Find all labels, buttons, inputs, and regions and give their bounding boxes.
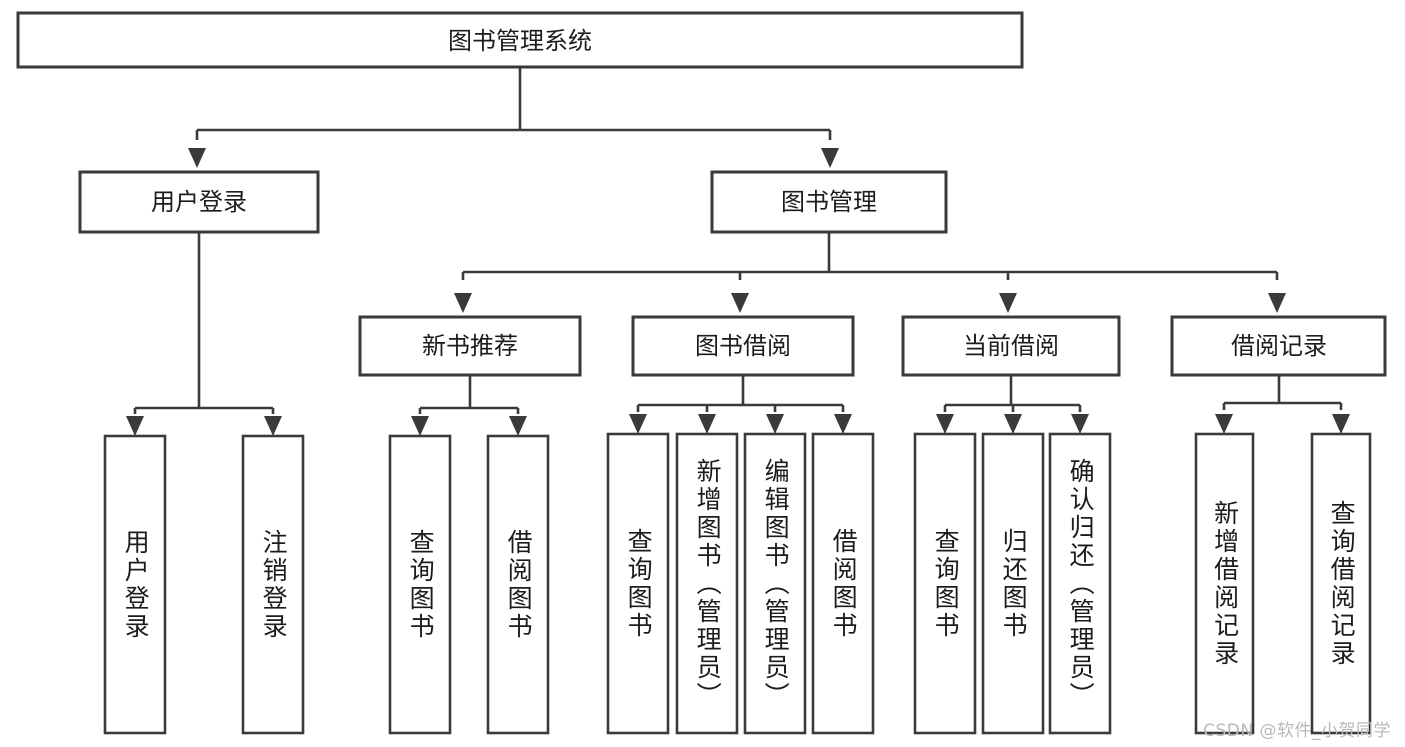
node-new-book-rec-label: 新书推荐 xyxy=(422,332,518,360)
node-current-borrow-box[interactable] xyxy=(901,315,1121,377)
arrow-to-leaf-br-2 xyxy=(1332,414,1350,434)
arrow-to-leaf-bb-2 xyxy=(698,414,716,434)
leaf-box-user-login-2[interactable] xyxy=(241,434,305,735)
arrow-to-leaf-user-login-2 xyxy=(264,416,282,436)
leaf-box-cb-2[interactable] xyxy=(981,432,1045,735)
arrow-to-leaf-user-login-1 xyxy=(126,416,144,436)
leaf-box-user-login-1[interactable] xyxy=(103,434,167,735)
node-new-book-rec-box[interactable] xyxy=(358,315,582,377)
arrow-to-leaf-cb-1 xyxy=(936,414,954,434)
leaf-box-br-1[interactable] xyxy=(1194,432,1255,735)
node-borrow-record-box[interactable] xyxy=(1170,315,1387,377)
node-user-login-label: 用户登录 xyxy=(151,188,247,216)
node-borrow-record-label: 借阅记录 xyxy=(1231,332,1327,360)
arrow-to-new-book-rec xyxy=(454,293,472,313)
arrow-to-leaf-cb-3 xyxy=(1071,414,1089,434)
node-book-borrow-box[interactable] xyxy=(631,315,855,377)
arrow-to-leaf-bb-4 xyxy=(834,414,852,434)
leaf-box-bb-1[interactable] xyxy=(606,432,670,735)
leaf-box-cb-1[interactable] xyxy=(913,432,977,735)
leaf-box-bb-4[interactable] xyxy=(811,432,875,735)
node-book-manage-box[interactable] xyxy=(710,170,948,234)
leaf-box-bb-2[interactable] xyxy=(675,432,739,735)
arrow-to-leaf-bb-1 xyxy=(629,414,647,434)
leaf-box-nbr-2[interactable] xyxy=(486,434,550,735)
csdn-watermark: CSDN @软件_小贺同学 xyxy=(1203,721,1391,741)
arrow-to-user-login xyxy=(188,148,206,168)
node-root-label: 图书管理系统 xyxy=(448,27,592,55)
arrow-to-leaf-bb-3 xyxy=(766,414,784,434)
arrow-to-book-borrow xyxy=(731,293,749,313)
arrow-to-leaf-nbr-1 xyxy=(411,416,429,436)
leaf-box-br-2[interactable] xyxy=(1310,432,1372,735)
arrow-to-book-manage xyxy=(821,148,839,168)
node-root-box[interactable] xyxy=(16,11,1024,69)
leaf-box-cb-3[interactable] xyxy=(1048,432,1112,735)
leaf-box-bb-3[interactable] xyxy=(743,432,807,735)
node-book-manage-label: 图书管理 xyxy=(781,188,877,216)
arrow-to-leaf-nbr-2 xyxy=(509,416,527,436)
leaf-box-nbr-1[interactable] xyxy=(388,434,452,735)
arrow-to-leaf-br-1 xyxy=(1215,414,1233,434)
node-book-borrow-label: 图书借阅 xyxy=(695,332,791,360)
node-current-borrow-label: 当前借阅 xyxy=(963,332,1059,360)
arrow-to-leaf-cb-2 xyxy=(1004,414,1022,434)
arrow-to-current-borrow xyxy=(999,293,1017,313)
arrow-to-borrow-record xyxy=(1268,293,1286,313)
